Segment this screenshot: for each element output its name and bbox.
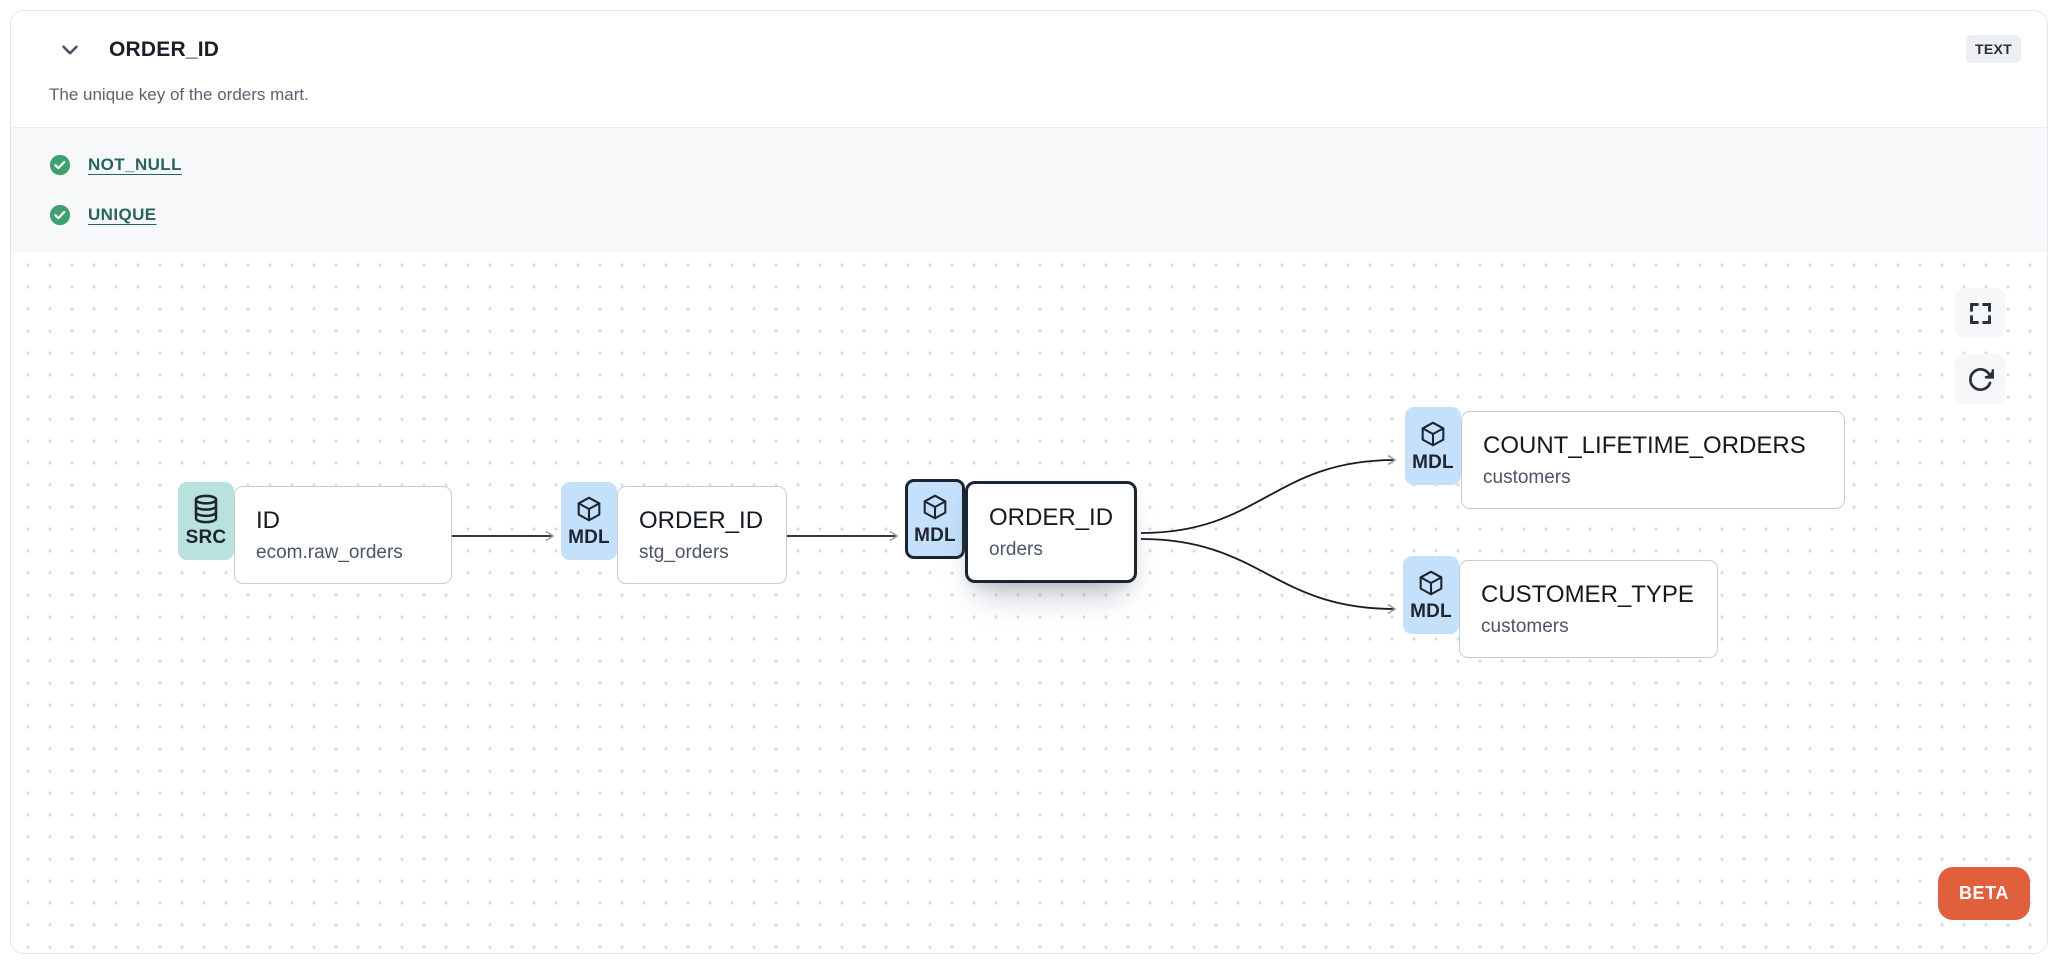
test-row: NOT_NULL (49, 154, 2009, 176)
node-subtitle: customers (1483, 466, 1571, 488)
cube-icon (1421, 421, 1445, 446)
page-title: ORDER_ID (109, 38, 220, 61)
column-details-card: ORDER_ID TEXT The unique key of the orde… (10, 10, 2048, 954)
header: ORDER_ID TEXT The unique key of the orde… (11, 11, 2047, 127)
node-badge: MDL (1403, 556, 1459, 634)
chevron-down-icon[interactable] (55, 35, 85, 65)
node-subtitle: customers (1481, 615, 1569, 637)
node-badge-label: MDL (914, 524, 956, 546)
refresh-icon[interactable] (1955, 354, 2005, 404)
node-subtitle: orders (989, 538, 1043, 560)
node-badge-label: MDL (568, 526, 610, 548)
test-row: UNIQUE (49, 204, 2009, 226)
test-link-not-null[interactable]: NOT_NULL (88, 155, 182, 174)
node-badge: SRC (178, 482, 234, 560)
beta-badge: BETA (1938, 867, 2030, 920)
edge-orders-to-count (1140, 454, 1397, 534)
node-badge-label: MDL (1412, 451, 1454, 473)
lineage-node-customer-type[interactable]: MDL CUSTOMER_TYPE customers (1403, 556, 1718, 658)
node-badge-label: SRC (185, 526, 227, 548)
node-badge: MDL (905, 479, 965, 559)
type-badge: TEXT (1966, 35, 2021, 63)
canvas-controls (1955, 288, 2005, 404)
check-circle-icon (49, 154, 71, 176)
node-title: ID (256, 506, 280, 534)
node-card: ORDER_ID orders (965, 481, 1137, 583)
test-link-unique[interactable]: UNIQUE (88, 205, 157, 224)
column-description: The unique key of the orders mart. (49, 85, 309, 104)
cube-icon (923, 494, 947, 519)
edge-orders-to-type (1140, 538, 1397, 615)
lineage-canvas[interactable]: SRC ID ecom.raw_orders MDL ORDER_ID stg_… (11, 252, 2047, 953)
cube-icon (577, 496, 601, 521)
cube-icon (1419, 570, 1443, 595)
node-badge: MDL (561, 482, 617, 560)
database-icon (194, 494, 218, 523)
node-subtitle: stg_orders (639, 541, 729, 563)
node-card: ID ecom.raw_orders (234, 486, 452, 584)
node-title: CUSTOMER_TYPE (1481, 580, 1694, 608)
node-title: ORDER_ID (989, 503, 1114, 531)
node-card: ORDER_ID stg_orders (617, 486, 787, 584)
node-card: COUNT_LIFETIME_ORDERS customers (1461, 411, 1845, 509)
node-badge: MDL (1405, 407, 1461, 485)
node-title: COUNT_LIFETIME_ORDERS (1483, 431, 1806, 459)
node-badge-label: MDL (1410, 600, 1452, 622)
check-circle-icon (49, 204, 71, 226)
node-title: ORDER_ID (639, 506, 764, 534)
lineage-node-id-raw-orders[interactable]: SRC ID ecom.raw_orders (178, 482, 452, 584)
lineage-edges (452, 454, 1397, 615)
lineage-node-order-id-stg-orders[interactable]: MDL ORDER_ID stg_orders (561, 482, 787, 584)
fullscreen-icon[interactable] (1955, 288, 2005, 338)
lineage-node-count-lifetime-orders[interactable]: MDL COUNT_LIFETIME_ORDERS customers (1405, 407, 1845, 509)
node-subtitle: ecom.raw_orders (256, 541, 403, 563)
tests-section: NOT_NULL UNIQUE (11, 127, 2047, 252)
lineage-node-order-id-orders-selected[interactable]: MDL ORDER_ID orders (905, 479, 1137, 583)
node-card: CUSTOMER_TYPE customers (1459, 560, 1718, 658)
